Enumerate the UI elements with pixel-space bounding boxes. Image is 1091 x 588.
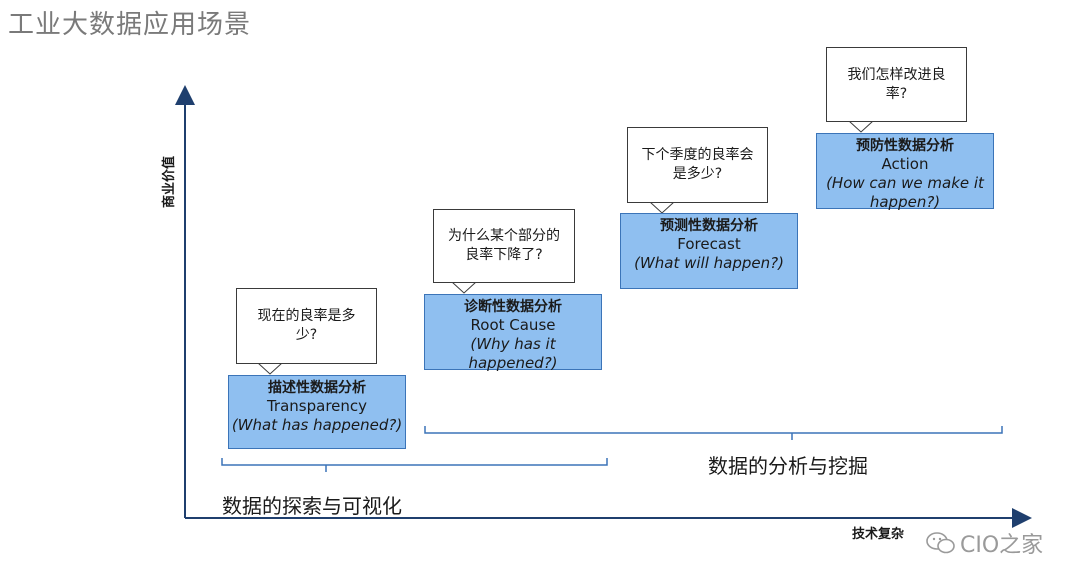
x-axis-label: 技术复杂 — [852, 527, 905, 542]
stage-en: Forecast — [677, 235, 741, 253]
wechat-icon — [926, 531, 956, 561]
question-bubble-1: 现在的良率是多少? — [236, 288, 377, 364]
stage-en-question: (What has happened?) — [231, 416, 403, 434]
stage-box-predictive: 预测性数据分析 Forecast (What will happen?) — [620, 213, 798, 289]
stage-title: 预防性数据分析 — [856, 138, 954, 154]
question-bubble-3: 下个季度的良率会是多少? — [627, 127, 768, 203]
watermark: CIO之家 — [926, 527, 1043, 561]
page-title: 工业大数据应用场景 — [8, 10, 252, 40]
stage-en-question: (How can we make it happen?) — [826, 174, 984, 211]
y-axis-label: 商业价值 — [162, 155, 177, 208]
stage-en: Root Cause — [470, 316, 556, 334]
question-text-1: 现在的良率是多少? — [257, 308, 356, 343]
question-bubble-2: 为什么某个部分的良率下降了? — [433, 209, 575, 283]
bubble-tail-2 — [451, 281, 477, 294]
stage-title: 诊断性数据分析 — [464, 299, 562, 315]
stage-en: Transparency — [266, 397, 368, 415]
question-text-3: 下个季度的良率会是多少? — [641, 147, 754, 182]
stage-title: 预测性数据分析 — [660, 218, 758, 234]
stage-en-question: (What will happen?) — [634, 254, 784, 272]
stage-en: Action — [881, 155, 929, 173]
question-text-2: 为什么某个部分的良率下降了? — [448, 228, 560, 263]
stage-title: 描述性数据分析 — [268, 380, 366, 396]
stage-en-question: (Why has it happened?) — [468, 335, 558, 372]
group-label-explore: 数据的探索与可视化 — [222, 494, 402, 518]
group-label-mining: 数据的分析与挖掘 — [708, 454, 868, 478]
watermark-text: CIO之家 — [960, 533, 1044, 558]
question-text-4: 我们怎样改进良率? — [847, 66, 946, 102]
bubble-tail-4 — [848, 120, 874, 133]
bubble-tail-3 — [649, 201, 675, 214]
stage-box-preventive: 预防性数据分析 Action (How can we make it happe… — [816, 133, 994, 211]
bubble-tail-1 — [257, 362, 283, 375]
question-bubble-4: 我们怎样改进良率? — [826, 47, 967, 122]
stage-box-diagnostic: 诊断性数据分析 Root Cause (Why has it happened?… — [424, 294, 602, 372]
stage-box-descriptive: 描述性数据分析 Transparency (What has happened?… — [228, 375, 406, 449]
bracket-explore — [221, 458, 608, 472]
bracket-mining — [424, 426, 1003, 440]
